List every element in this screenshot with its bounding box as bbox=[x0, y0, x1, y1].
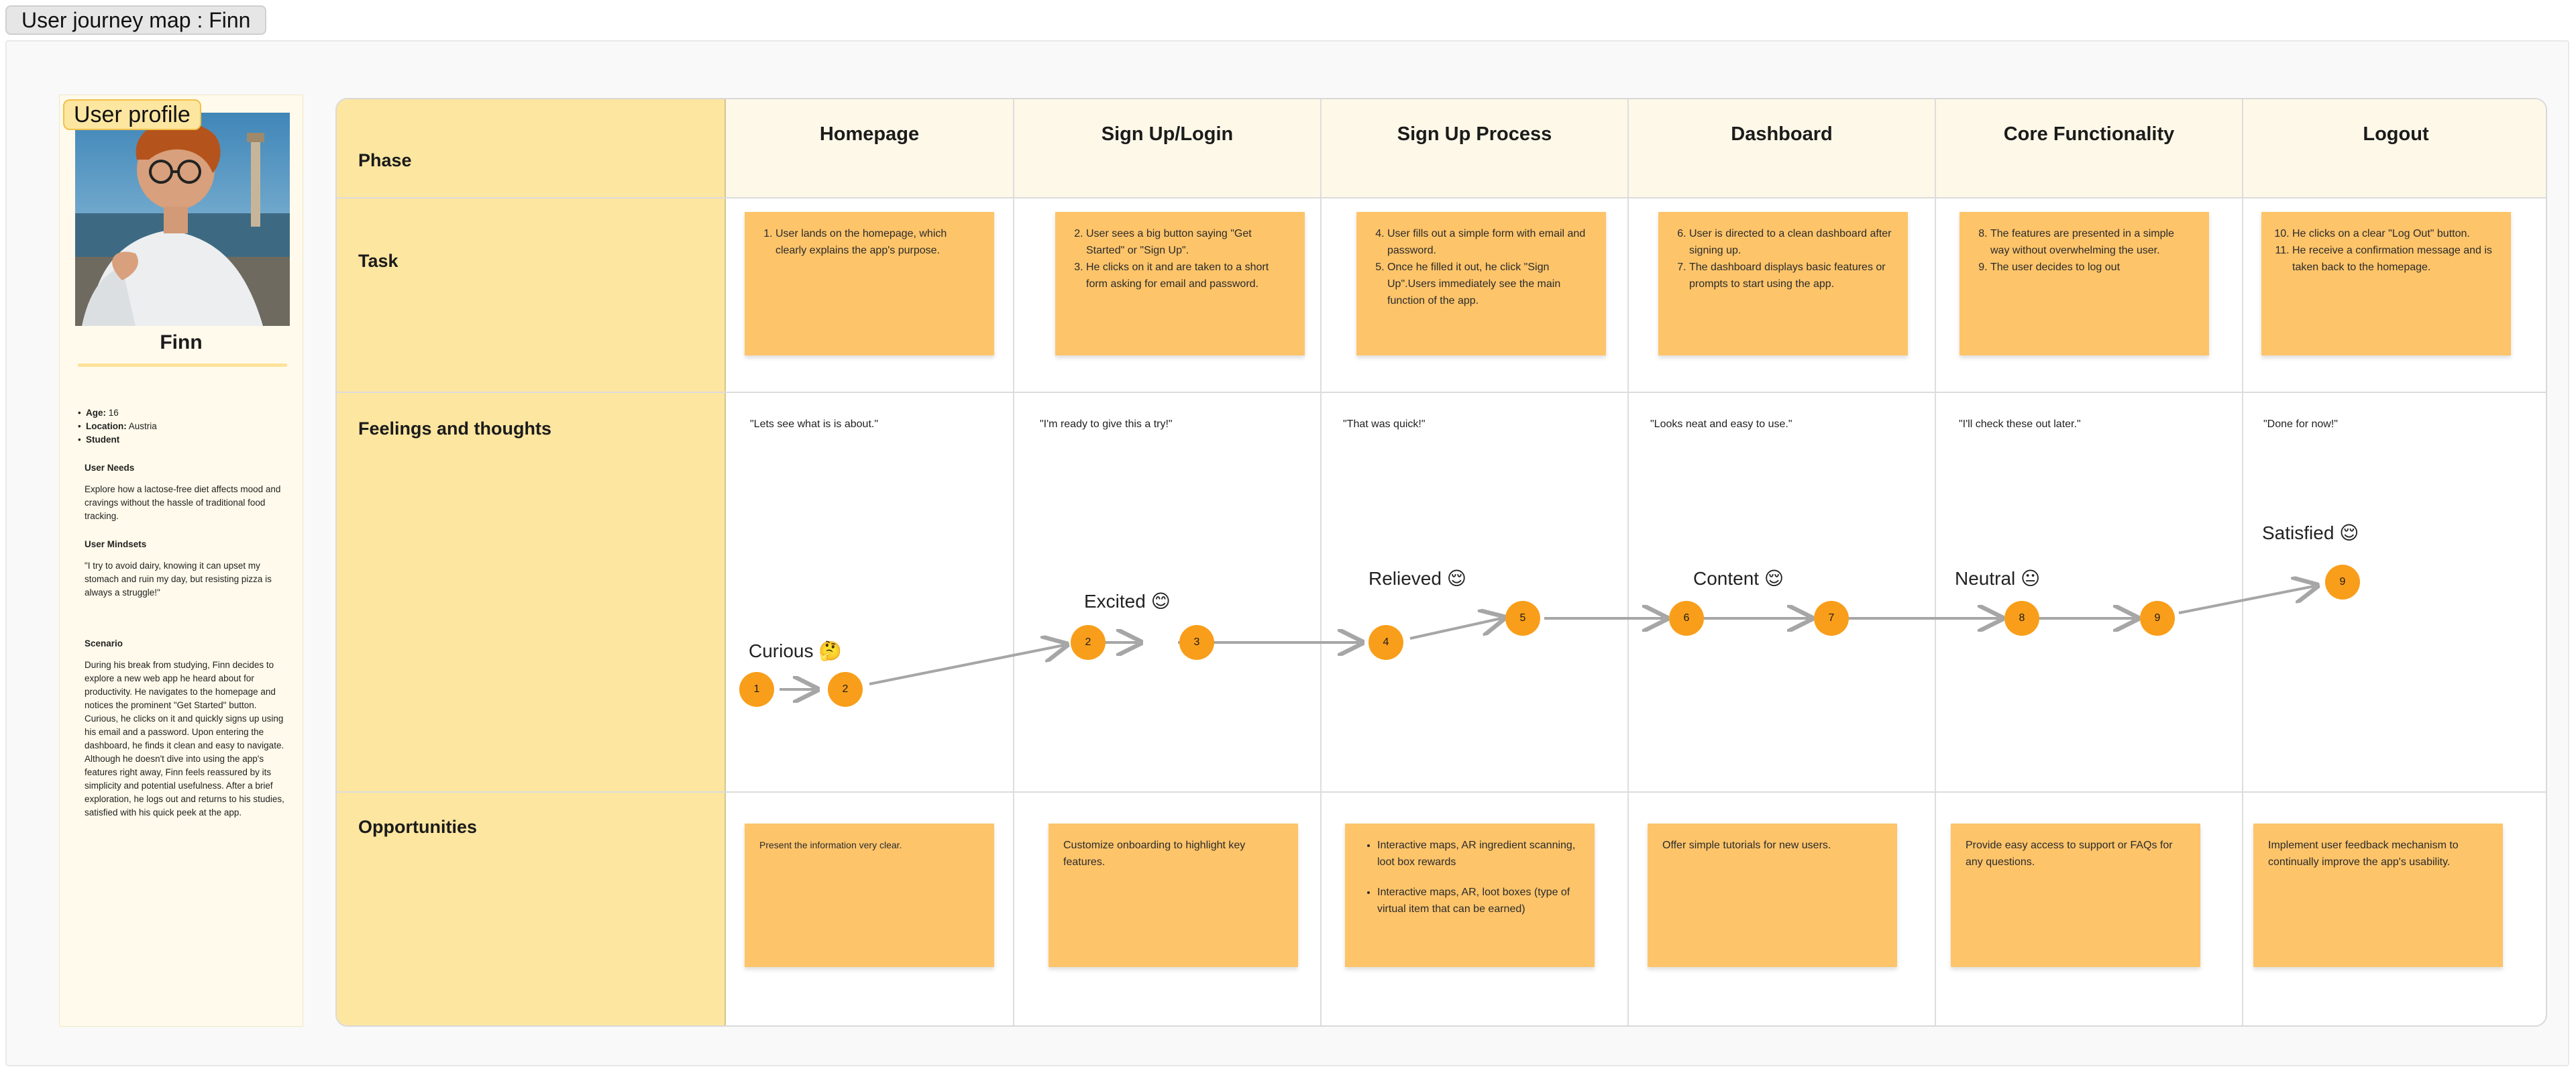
opportunity-bullet: Interactive maps, AR, loot boxes (type o… bbox=[1377, 884, 1580, 917]
journey-node[interactable]: 3 bbox=[1179, 625, 1214, 660]
opportunity-sticky-core-functionality[interactable]: Provide easy access to support or FAQs f… bbox=[1951, 824, 2200, 967]
curve-arrow bbox=[2178, 586, 2314, 614]
user-profile-badge[interactable]: User profile bbox=[63, 99, 201, 130]
journey-node[interactable]: 9 bbox=[2325, 565, 2360, 600]
column-divider bbox=[1013, 199, 1014, 1025]
column-divider bbox=[2242, 199, 2243, 1025]
journey-grid: Homepage Sign Up/Login Sign Up Process D… bbox=[335, 98, 2547, 1027]
thought-quote: "I'm ready to give this a try!" bbox=[1040, 418, 1173, 430]
thought-quote: "Lets see what is is about." bbox=[750, 418, 879, 430]
profile-photo bbox=[75, 113, 290, 326]
curve-arrow bbox=[1409, 618, 1501, 640]
emotion-label-excited: Excited 😊 bbox=[1084, 591, 1171, 612]
opportunity-sticky-signup-process[interactable]: Interactive maps, AR ingredient scanning… bbox=[1345, 824, 1595, 967]
task-sticky-dashboard[interactable]: User is directed to a clean dashboard af… bbox=[1658, 212, 1908, 355]
emotion-label-curious: Curious 🤔 bbox=[749, 640, 843, 661]
profile-fact-occupation: Student bbox=[78, 433, 291, 447]
opportunity-bullet: Interactive maps, AR ingredient scanning… bbox=[1377, 837, 1580, 870]
row-label-column bbox=[337, 99, 726, 1025]
user-mindsets-heading: User Mindsets bbox=[85, 539, 147, 549]
journey-node[interactable]: 2 bbox=[828, 672, 863, 707]
scenario-heading: Scenario bbox=[85, 638, 123, 649]
journey-node[interactable]: 6 bbox=[1669, 601, 1704, 636]
user-needs-heading: User Needs bbox=[85, 463, 135, 473]
phase-header-logout: Logout bbox=[2243, 99, 2546, 199]
emotion-label-satisfied: Satisfied 😌 bbox=[2262, 522, 2359, 543]
row-label-opportunities: Opportunities bbox=[358, 817, 477, 837]
task-sticky-homepage[interactable]: User lands on the homepage, which clearl… bbox=[745, 212, 994, 355]
row-label-feelings: Feelings and thoughts bbox=[358, 418, 551, 439]
profile-facts: Age: 16 Location: Austria Student bbox=[78, 406, 291, 447]
row-label-task: Task bbox=[358, 251, 398, 271]
journey-node[interactable]: 9 bbox=[2140, 601, 2175, 636]
column-divider bbox=[1320, 199, 1322, 1025]
column-divider bbox=[1627, 199, 1629, 1025]
user-needs-text: Explore how a lactose-free diet affects … bbox=[85, 484, 281, 521]
phase-header-homepage: Homepage bbox=[726, 99, 1014, 199]
task-sticky-core-functionality[interactable]: The features are presented in a simple w… bbox=[1960, 212, 2209, 355]
emotion-curve bbox=[780, 99, 2547, 1027]
emotion-label-neutral: Neutral 😐 bbox=[1955, 568, 2041, 589]
emotion-label-content: Content 😌 bbox=[1693, 568, 1784, 589]
phase-header-signup-login: Sign Up/Login bbox=[1014, 99, 1322, 199]
journey-node[interactable]: 7 bbox=[1814, 601, 1849, 636]
journey-node[interactable]: 1 bbox=[739, 672, 774, 707]
profile-details: Age: 16 Location: Austria Student User N… bbox=[78, 406, 291, 834]
phase-header-signup-process: Sign Up Process bbox=[1322, 99, 1629, 199]
opportunity-sticky-logout[interactable]: Implement user feedback mechanism to con… bbox=[2253, 824, 2503, 967]
phase-header-core-functionality: Core Functionality bbox=[1936, 99, 2243, 199]
row-divider-task bbox=[337, 392, 2546, 393]
journey-node[interactable]: 5 bbox=[1505, 601, 1540, 636]
profile-fact-location: Location: Austria bbox=[78, 420, 291, 433]
row-divider-feelings bbox=[337, 791, 2546, 793]
task-sticky-signup-process[interactable]: User fills out a simple form with email … bbox=[1356, 212, 1606, 355]
journey-node[interactable]: 8 bbox=[2004, 601, 2039, 636]
opportunity-sticky-signup-login[interactable]: Customize onboarding to highlight key fe… bbox=[1049, 824, 1298, 967]
user-mindsets-text: "I try to avoid dairy, knowing it can up… bbox=[85, 561, 272, 598]
column-divider bbox=[1935, 199, 1936, 1025]
phase-header-dashboard: Dashboard bbox=[1629, 99, 1936, 199]
journey-node[interactable]: 2 bbox=[1071, 625, 1106, 660]
scenario-text: During his break from studying, Finn dec… bbox=[85, 660, 284, 818]
emotion-label-relieved: Relieved 😌 bbox=[1368, 568, 1466, 589]
task-sticky-logout[interactable]: He clicks on a clear "Log Out" button.He… bbox=[2261, 212, 2511, 355]
profile-name: Finn bbox=[160, 331, 203, 353]
row-label-phase: Phase bbox=[358, 150, 412, 170]
row-divider-phase bbox=[337, 197, 2546, 199]
thought-quote: "Done for now!" bbox=[2263, 418, 2338, 430]
opportunity-sticky-homepage[interactable]: Present the information very clear. bbox=[745, 824, 994, 967]
opportunity-sticky-dashboard[interactable]: Offer simple tutorials for new users. bbox=[1648, 824, 1897, 967]
journey-node[interactable]: 4 bbox=[1368, 625, 1403, 660]
thought-quote: "That was quick!" bbox=[1343, 418, 1426, 430]
thought-quote: "Looks neat and easy to use." bbox=[1650, 418, 1792, 430]
board-title[interactable]: User journey map : Finn bbox=[5, 5, 267, 35]
thought-quote: "I'll check these out later." bbox=[1959, 418, 2081, 430]
task-sticky-signup-login[interactable]: User sees a big button saying "Get Start… bbox=[1055, 212, 1305, 355]
curve-arrow bbox=[869, 645, 1064, 685]
profile-divider bbox=[78, 363, 287, 367]
profile-fact-age: Age: 16 bbox=[78, 406, 291, 420]
